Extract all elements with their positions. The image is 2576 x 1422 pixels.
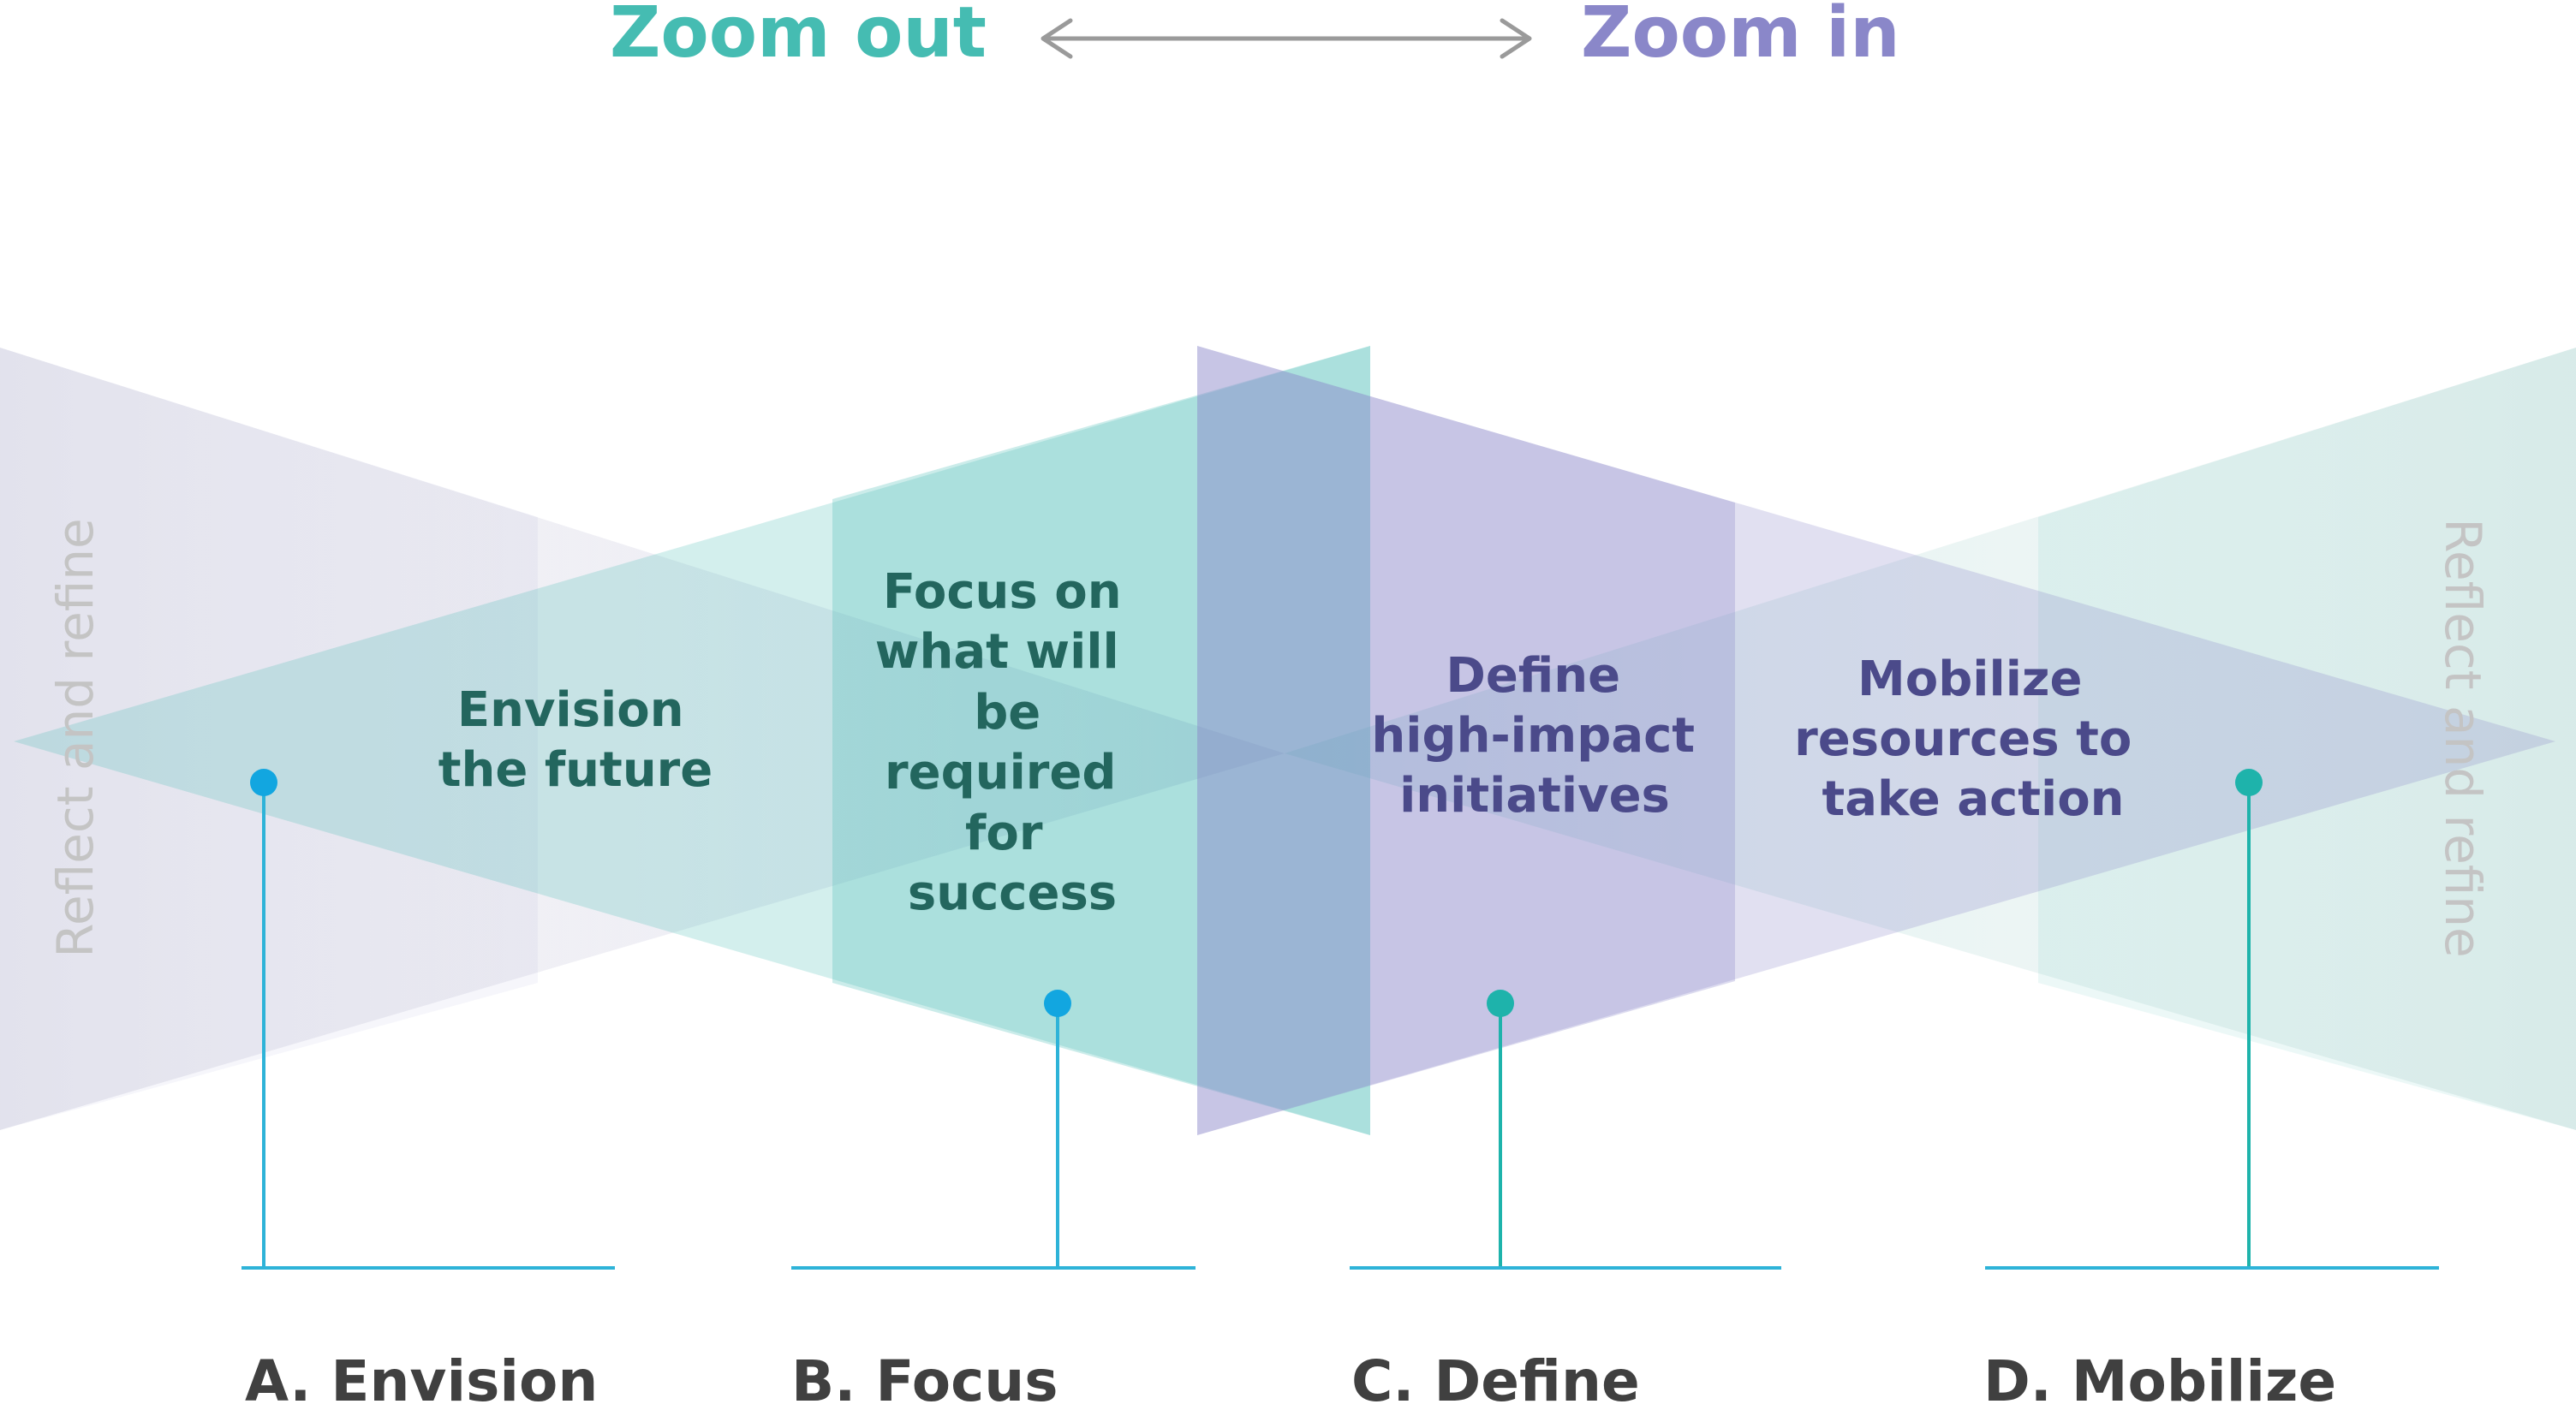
focus-description-line: what will xyxy=(875,624,1119,680)
zoom-out-label: Zoom out xyxy=(610,0,987,74)
define-band xyxy=(1197,346,1735,1135)
stage-title-focus: B. Focus xyxy=(791,1348,1058,1414)
stage-title-envision: A. Envision xyxy=(245,1348,598,1414)
envision-description-line: Envision xyxy=(457,682,684,738)
mobilize-description-line: resources to xyxy=(1794,711,2132,767)
define-dot xyxy=(1487,990,1514,1017)
mobilize-description: Mobilize resources to take action xyxy=(1794,652,2149,827)
focus-band xyxy=(832,346,1370,1135)
focus-dot xyxy=(1044,990,1071,1017)
diverging-triangle-mobilize xyxy=(1285,348,2576,1130)
converging-triangle-envision xyxy=(0,348,1285,1130)
focus-marker xyxy=(791,990,1196,1270)
diverging-band-mobilize xyxy=(2038,348,2576,1130)
stage-title-define: C. Define xyxy=(1351,1348,1640,1414)
mobilize-description-line: take action xyxy=(1822,771,2124,827)
mobilize-marker xyxy=(1985,769,2439,1270)
zoom-in-label: Zoom in xyxy=(1581,0,1900,74)
envision-description-line: the future xyxy=(438,742,713,798)
double-headed-arrow-icon xyxy=(1041,18,1532,59)
converging-band-envision xyxy=(0,348,538,1130)
focus-description-line: for xyxy=(965,806,1043,861)
side-label-left: Reflect and refine xyxy=(46,518,104,957)
envision-marker xyxy=(242,769,615,1270)
focus-description-line: required xyxy=(885,745,1116,800)
stage-title-mobilize: D. Mobilize xyxy=(1983,1348,2336,1414)
focus-description-line: be xyxy=(974,685,1041,741)
mobilize-dot xyxy=(2235,769,2263,796)
zoom-in-triangle xyxy=(1197,346,2555,1135)
zoom-out-triangle xyxy=(14,346,1370,1135)
define-description: Define high-impact initiatives xyxy=(1371,648,1711,824)
envision-description: Envision the future xyxy=(438,682,713,798)
side-label-right: Reflect and refine xyxy=(2434,518,2492,957)
focus-description-line: success xyxy=(908,866,1117,921)
define-description-line: initiatives xyxy=(1399,768,1670,824)
define-marker xyxy=(1350,990,1781,1270)
focus-description: Focus on what will be required for succe… xyxy=(875,564,1138,921)
envision-dot xyxy=(250,769,277,796)
mobilize-description-line: Mobilize xyxy=(1857,652,2082,707)
define-description-line: high-impact xyxy=(1371,708,1695,764)
focus-description-line: Focus on xyxy=(883,564,1122,620)
define-description-line: Define xyxy=(1446,648,1620,704)
